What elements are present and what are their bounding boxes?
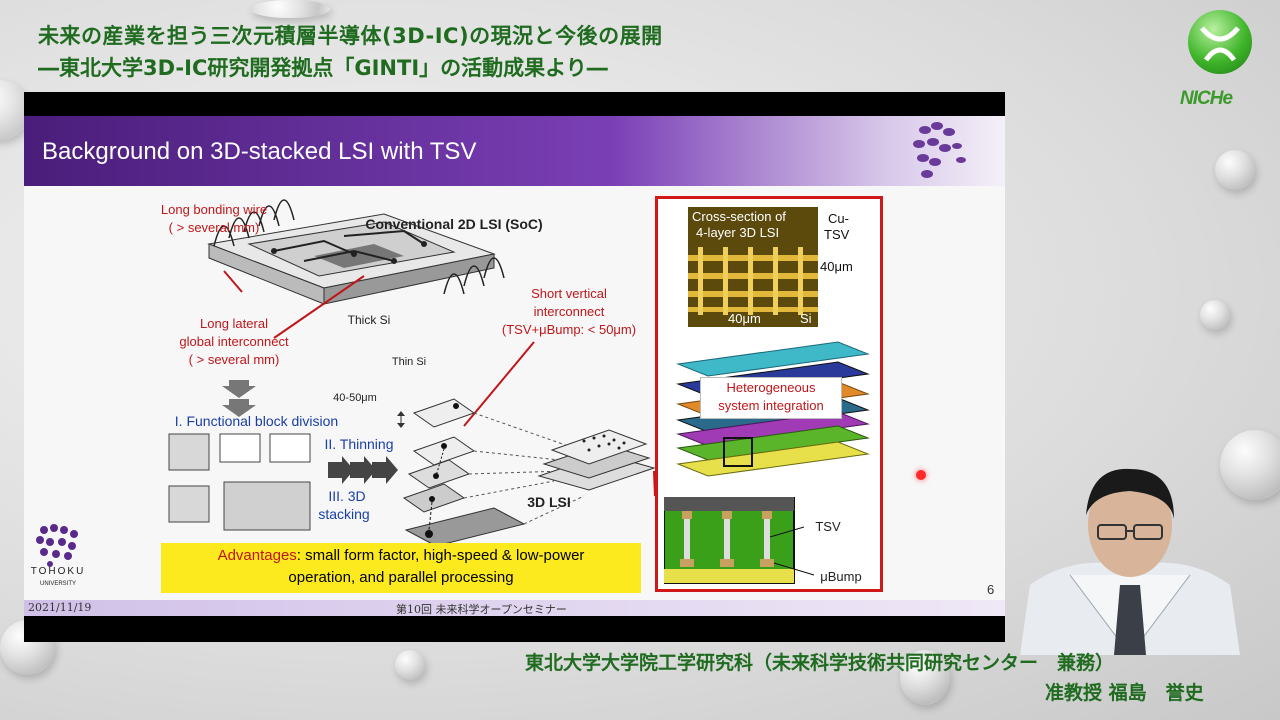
cross-section-photo: Cross-section of 4-layer 3D LSI Cu- TSV … — [688, 207, 853, 327]
niche-logo-text: NICHe — [1180, 88, 1233, 109]
lecture-title: 未来の産業を担う三次元積層半導体(3D-IC)の現況と今後の展開 — [38, 24, 663, 48]
forty-um-horizontal-label: 40μm — [728, 311, 761, 326]
advantages-key: Advantages — [217, 547, 297, 564]
slide-footer: 2021/11/19 第10回 未来科学オープンセミナー — [24, 600, 1005, 616]
tohoku-university-logo-icon — [36, 524, 78, 567]
advantages-line1: : small form factor, high-speed & low-po… — [296, 547, 585, 564]
thick-si-label: Thick Si — [347, 313, 391, 327]
short-vertical-label: Short vertical — [531, 286, 607, 301]
long-bonding-wire-label: Long bonding wire — [160, 202, 268, 217]
water-drop-decoration — [250, 0, 330, 18]
presenter-name: 准教授 福島 誉史 — [1045, 682, 1204, 704]
slide-header: Background on 3D-stacked LSI with TSV — [24, 116, 1005, 186]
3d-lsi-label: 3D LSI — [527, 494, 571, 510]
water-drop-decoration — [1215, 150, 1255, 190]
laser-pointer-dot — [916, 470, 926, 480]
tsv-photo-panel: Cross-section of 4-layer 3D LSI Cu- TSV … — [655, 196, 883, 592]
step-thinning-label: II. Thinning — [324, 436, 394, 452]
niche-logo: NICHe — [1180, 10, 1258, 110]
advantages-line2: operation, and parallel processing — [288, 569, 514, 586]
cu-label: Cu- — [828, 211, 849, 226]
thin-si-label: Thin Si — [391, 356, 427, 368]
tsv-bump-detail — [664, 497, 815, 584]
slide-title: Background on 3D-stacked LSI with TSV — [42, 138, 477, 165]
thickness-label: 40-50μm — [333, 392, 377, 404]
several-mm-label-2: ( > several mm) — [188, 352, 280, 367]
tsv-detail-label: TSV — [815, 519, 841, 534]
long-lateral-label: Long lateral — [200, 316, 268, 331]
hetero-label-box: Heterogeneous system integration — [700, 377, 842, 419]
seminar-name: 第10回 未来科学オープンセミナー — [396, 603, 567, 616]
tsv-xsec-label: TSV — [824, 227, 850, 242]
hetero-label-2: system integration — [718, 398, 824, 413]
lecture-subtitle: ―東北大学3D-IC研究開発拠点「GINTI」の活動成果より― — [38, 56, 608, 80]
slide-date: 2021/11/19 — [28, 601, 92, 614]
xsec-title-1: Cross-section of — [692, 209, 786, 224]
water-drop-decoration — [395, 650, 425, 680]
presenter-affiliation: 東北大学大学院工学研究科（未来科学技術共同研究センター 兼務） — [525, 652, 1115, 674]
si-label: Si — [800, 311, 812, 326]
advantages-box: Advantages: small form factor, high-spee… — [161, 543, 641, 593]
university-small-name: UNIVERSITY — [39, 581, 76, 587]
several-mm-label: ( > several mm) — [168, 220, 260, 235]
niche-logo-icon — [1188, 10, 1252, 74]
water-drop-decoration — [900, 650, 950, 705]
slide-page-number: 6 — [987, 582, 995, 597]
ubump-label: μBump — [820, 569, 862, 584]
step-stacking-label: stacking — [318, 506, 370, 522]
conventional-lsi-label: Conventional 2D LSI (SoC) — [365, 216, 543, 232]
hetero-label-1: Heterogeneous — [726, 380, 816, 395]
tsv-bump-label: (TSV+μBump: < 50μm) — [501, 322, 637, 337]
presenter-video — [1020, 468, 1240, 655]
video-frame[interactable]: Background on 3D-stacked LSI with TSV — [24, 92, 1005, 642]
water-drop-decoration — [1200, 300, 1230, 330]
step-functional-block-label: I. Functional block division — [174, 413, 339, 429]
xsec-title-2: 4-layer 3D LSI — [696, 225, 780, 240]
lsi-diagram — [168, 199, 656, 546]
university-name: TOHOKU — [30, 566, 86, 577]
presentation-slide: Background on 3D-stacked LSI with TSV — [24, 116, 1005, 616]
wisteria-icon — [913, 122, 966, 178]
water-drop-decoration — [1220, 430, 1280, 500]
step-3d-label: III. 3D — [328, 488, 366, 504]
forty-um-vertical-label: 40μm — [820, 259, 853, 274]
interconnect-label: interconnect — [533, 304, 605, 319]
global-interconnect-label: global interconnect — [179, 334, 289, 349]
